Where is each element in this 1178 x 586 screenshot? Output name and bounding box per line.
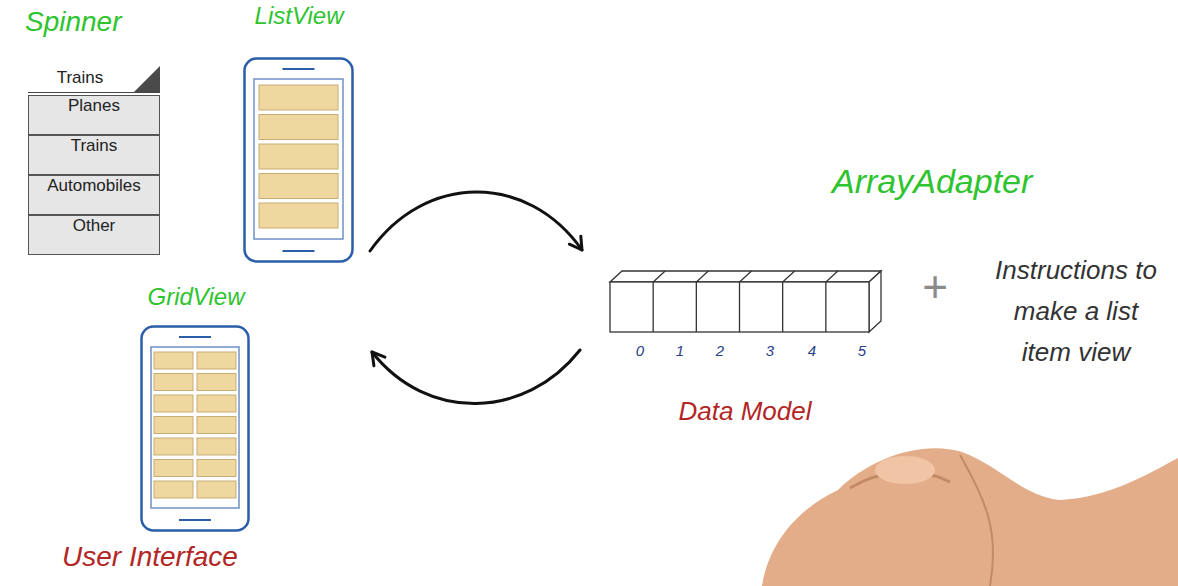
list-row — [259, 85, 338, 110]
phone-speaker — [179, 336, 211, 338]
list-row — [259, 144, 338, 169]
array-index: 2 — [700, 342, 740, 359]
node-head: Trains — [28, 68, 160, 93]
widget-title: Spinner — [25, 6, 122, 38]
note-text: Instructions to make a list item view — [990, 250, 1162, 373]
phone-outline — [243, 57, 354, 263]
dropdown-triangle — [134, 66, 160, 92]
grid-cell — [154, 417, 193, 434]
phone-body — [245, 59, 353, 262]
list-row — [259, 115, 338, 140]
grid-cell — [197, 417, 236, 434]
phone-button — [179, 519, 211, 521]
grid-cell — [154, 395, 193, 412]
array-divider — [740, 271, 752, 332]
array-divider — [653, 271, 665, 332]
array-divider — [783, 271, 795, 332]
phone-drawing — [140, 325, 250, 532]
node-phone-grid: GridView — [135, 283, 257, 535]
hand-shape — [762, 448, 1178, 586]
plus-sign: + — [910, 262, 960, 312]
grid-cell — [197, 438, 236, 455]
phone-screen — [254, 79, 343, 239]
dropdown-item: Trains — [29, 136, 159, 156]
grid-cell — [154, 374, 193, 391]
node-spinner: SpinnerTrainsPlanesTrainsAutomobilesOthe… — [25, 6, 167, 258]
grid-cell — [154, 460, 193, 477]
grid-cell — [197, 481, 236, 498]
grid-cell — [197, 395, 236, 412]
list-row — [259, 174, 338, 199]
node-item: Other — [28, 215, 160, 255]
array-side — [869, 271, 881, 332]
array-outline — [608, 268, 883, 334]
data-model-caption: Data Model — [600, 396, 890, 427]
node-phone-list: ListView — [238, 2, 360, 267]
grid-cell — [154, 438, 193, 455]
phone-body — [142, 327, 249, 531]
dropdown-item: Other — [29, 216, 159, 236]
array-index: 0 — [620, 342, 660, 359]
dropdown-item: Automobiles — [29, 176, 159, 196]
phone-screen — [151, 347, 239, 508]
grid-cell — [197, 374, 236, 391]
grid-cell — [154, 352, 193, 369]
array-divider — [696, 271, 708, 332]
node-item: Trains — [28, 135, 160, 175]
fingernail — [875, 456, 935, 484]
grid-cell — [197, 460, 236, 477]
dropdown-item: Planes — [29, 96, 159, 116]
array-index: 3 — [750, 342, 790, 359]
flow-arrow — [370, 192, 582, 251]
section-caption: User Interface — [62, 541, 282, 573]
widget-title: GridView — [135, 283, 257, 311]
node-item: Planes — [28, 95, 160, 135]
grid-cell — [197, 352, 236, 369]
node-item: Automobiles — [28, 175, 160, 215]
selected-item: Trains — [28, 68, 132, 88]
widget-title: ListView — [238, 2, 360, 30]
component-title: ArrayAdapter — [832, 162, 1072, 201]
flow-arrow — [372, 350, 580, 404]
array-drawing — [608, 268, 883, 334]
grid-cell — [154, 481, 193, 498]
finger-line — [960, 455, 993, 586]
phone-button — [283, 250, 315, 252]
array-index: 4 — [792, 342, 832, 359]
array-index: 5 — [842, 342, 882, 359]
phone-outline — [140, 325, 250, 532]
phone-speaker — [283, 68, 315, 70]
array-index: 1 — [660, 342, 700, 359]
list-row — [259, 203, 338, 228]
array-divider — [826, 271, 838, 332]
phone-drawing — [243, 57, 354, 263]
